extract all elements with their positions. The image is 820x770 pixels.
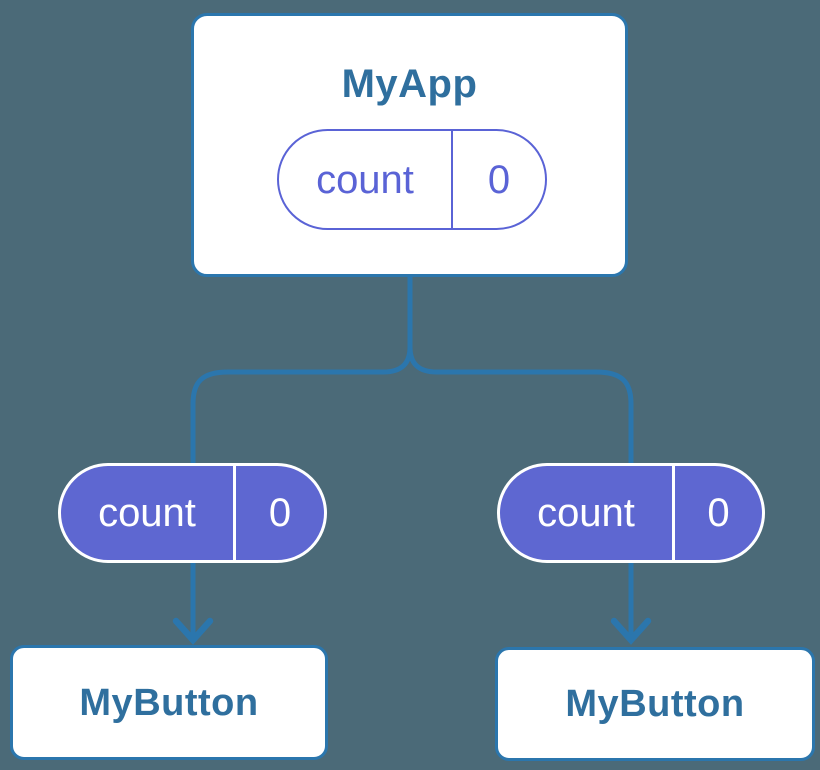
- branch-left-line: [190, 346, 413, 637]
- down-arrow-left-icon: [172, 617, 214, 645]
- child-left-prop-pill: count 0: [58, 463, 327, 563]
- down-arrow-right-icon: [610, 617, 652, 645]
- prop-name-label: count: [98, 491, 196, 535]
- child-right-component-title: MyButton: [565, 683, 745, 725]
- state-value-label: 0: [451, 131, 545, 228]
- child-right-prop-pill: count 0: [497, 463, 765, 563]
- child-right-component-node: MyButton: [495, 647, 815, 761]
- child-left-component-title: MyButton: [79, 681, 259, 724]
- prop-name-label: count: [537, 491, 635, 535]
- child-left-component-node: MyButton: [10, 645, 328, 760]
- branch-right-line: [407, 346, 634, 637]
- state-name-label: count: [316, 157, 414, 202]
- prop-value-label: 0: [233, 466, 324, 560]
- prop-value-label: 0: [672, 466, 762, 560]
- parent-component-title: MyApp: [341, 62, 478, 106]
- parent-state-pill: count 0: [277, 129, 547, 230]
